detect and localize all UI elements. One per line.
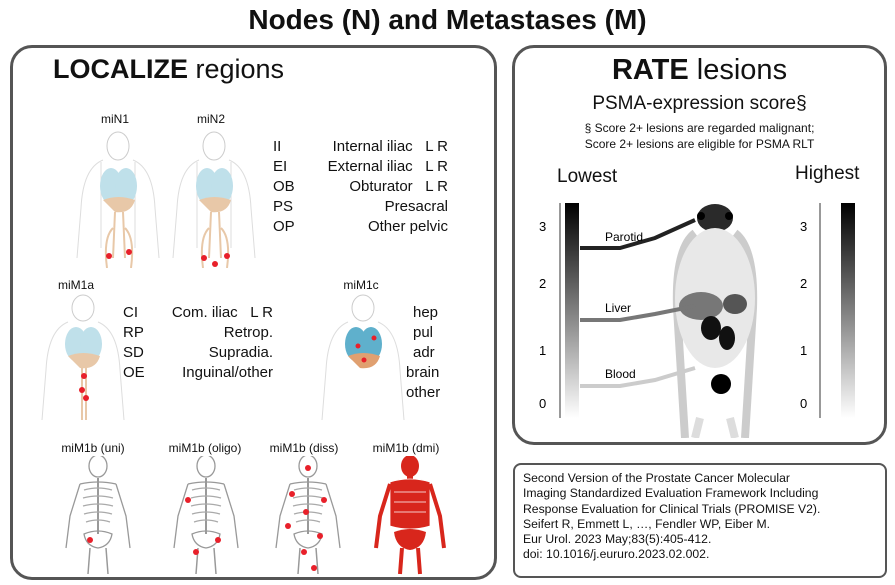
lesion-dot — [212, 261, 218, 267]
highest-label: Highest — [795, 163, 860, 184]
m1c-legend-adr: adr — [413, 344, 435, 361]
lesion-dot — [371, 335, 377, 341]
lesion-dot — [106, 253, 112, 259]
lesion-dot — [81, 373, 87, 379]
lesion-dot — [79, 387, 85, 393]
right-tick-2: 2 — [800, 276, 807, 291]
blood-label: Blood — [605, 367, 636, 381]
mim1b-skeletons — [65, 456, 446, 575]
left-tick-0: 0 — [539, 396, 546, 411]
page-title: Nodes (N) and Metastases (M) — [248, 4, 647, 35]
rate-note-2: Score 2+ lesions are eligible for PSMA R… — [584, 137, 815, 151]
lesion-dot — [87, 537, 93, 543]
reference-line: Second Version of the Prostate Cancer Mo… — [523, 471, 790, 485]
m1c-legend-pul: pul — [413, 324, 434, 341]
skeleton-oligo — [173, 456, 239, 575]
rate-subtitle: PSMA-expression score§ — [592, 93, 807, 114]
min2-label: miN2 — [196, 112, 225, 126]
left-scale-bar — [565, 203, 579, 418]
right-tick-0: 0 — [800, 396, 807, 411]
mim1b-dmi-label: miM1b (dmi) — [372, 441, 440, 455]
rate-note-1: § Score 2+ lesions are regarded malignan… — [584, 121, 815, 135]
localize-heading: LOCALIZE regions — [53, 54, 285, 84]
reference-box: Second Version of the Prostate Cancer Mo… — [513, 463, 887, 578]
blood-marker: Blood — [580, 366, 696, 388]
lesion-dot — [201, 255, 207, 261]
lesion-dot — [361, 357, 367, 363]
lowest-label: Lowest — [557, 166, 618, 187]
lesion-dot — [285, 523, 291, 529]
mim1c-label: miM1c — [343, 278, 379, 292]
m1c-legend-hep: hep — [413, 304, 439, 321]
left-tick-2: 2 — [539, 276, 546, 291]
min2-body — [172, 131, 256, 268]
lesion-dot — [185, 497, 191, 503]
skeleton-uni — [65, 456, 131, 575]
lesion-dot — [289, 491, 295, 497]
parotid-label: Parotid — [605, 230, 643, 244]
mim1b-uni-label: miM1b (uni) — [61, 441, 125, 455]
right-tick-1: 1 — [800, 343, 807, 358]
lesion-dot — [83, 395, 89, 401]
lesion-dot — [301, 549, 307, 555]
lesion-dot — [224, 253, 230, 259]
mim1c-body — [321, 294, 405, 421]
right-scale-bar — [841, 203, 855, 418]
lesion-dot — [193, 549, 199, 555]
reference-line: Eur Urol. 2023 May;83(5):405-412. — [523, 532, 712, 547]
liver-label: Liver — [605, 301, 631, 315]
skeleton-dmi — [374, 456, 446, 575]
mim1b-oligo-label: miM1b (oligo) — [168, 441, 242, 455]
psma-scale-figure: 3 2 1 0 Parotid Liver — [539, 203, 855, 438]
rate-heading: RATE lesions — [611, 54, 788, 86]
mim1b-diss-label: miM1b (diss) — [269, 441, 339, 455]
skeleton-diss — [275, 456, 341, 575]
min1-body — [76, 131, 160, 268]
reference-line: Response Evaluation for Clinical Trials … — [523, 501, 821, 516]
mim1a-label: miM1a — [57, 278, 94, 292]
lesion-dot — [126, 249, 132, 255]
lesion-dot — [321, 497, 327, 503]
lesion-dot — [215, 537, 221, 543]
lesion-dot — [303, 509, 309, 515]
right-scale: 3 2 1 0 — [800, 203, 855, 418]
reference-line: Imaging Standardized Evaluation Framewor… — [523, 486, 819, 501]
m1c-legend-brain: brain — [406, 364, 440, 381]
left-tick-3: 3 — [539, 219, 546, 234]
m1c-legend-other: other — [406, 384, 441, 401]
parotid-marker: Parotid — [580, 218, 696, 250]
left-tick-1: 1 — [539, 343, 546, 358]
min1-label: miN1 — [100, 112, 129, 126]
pet-scan-image — [672, 204, 758, 438]
lesion-dot — [317, 533, 323, 539]
lesion-dot — [305, 465, 311, 471]
reference-line: Seifert R, Emmett L, …, Fendler WP, Eibe… — [523, 516, 770, 531]
left-scale: 3 2 1 0 — [539, 203, 579, 418]
liver-marker: Liver — [580, 301, 696, 322]
rate-panel: RATE lesions PSMA-expression score§ § Sc… — [512, 45, 887, 445]
mim1a-body — [41, 294, 125, 421]
right-tick-3: 3 — [800, 219, 807, 234]
lesion-dot — [311, 565, 317, 571]
reference-line: doi: 10.1016/j.eururo.2023.02.002. — [523, 547, 710, 562]
lesion-dot — [355, 343, 361, 349]
min-figures — [76, 131, 256, 268]
